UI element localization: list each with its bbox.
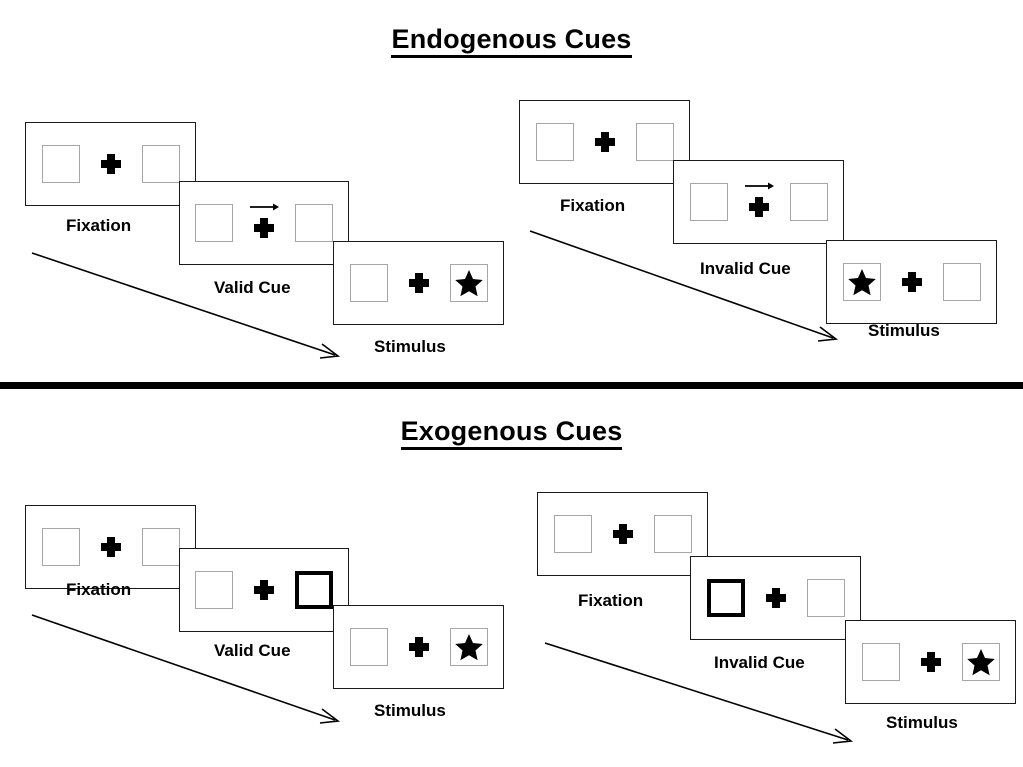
frame-exogenous-invalid-stimulus <box>845 620 1016 704</box>
time-progression-arrow-endogenous-valid <box>30 250 350 368</box>
frame-endogenous-invalid-fixation <box>519 100 690 184</box>
frame-content <box>535 120 674 164</box>
frame-content <box>41 142 180 186</box>
placeholder-box-left <box>535 123 574 161</box>
placeholder-box-right <box>141 145 180 183</box>
placeholder-box-left <box>195 204 233 242</box>
placeholder-box-right <box>942 263 981 301</box>
caption-exogenous-invalid-cue: Invalid Cue <box>714 653 805 672</box>
star-icon <box>966 647 996 677</box>
cued-box-left <box>706 579 745 617</box>
fixation-center <box>96 142 126 186</box>
placeholder-box-right <box>789 183 828 221</box>
caption-exogenous-invalid-fixation: Fixation <box>578 591 644 610</box>
placeholder-box-right <box>806 579 845 617</box>
plus-cross-icon <box>901 272 922 292</box>
section-title-exogenous-text: Exogenous Cues <box>400 416 623 450</box>
frame-exogenous-invalid-fixation <box>537 492 708 576</box>
placeholder-box-left <box>861 643 900 681</box>
fixation-center <box>249 568 279 612</box>
target-box-right <box>961 643 1000 681</box>
placeholder-box-left <box>553 515 592 553</box>
placeholder-box-left <box>689 183 728 221</box>
caption-endogenous-valid-cue: Valid Cue <box>214 278 291 297</box>
frame-endogenous-invalid-stimulus <box>826 240 997 324</box>
frame-endogenous-valid-fixation <box>25 122 196 206</box>
frame-content <box>349 625 488 669</box>
frame-content <box>41 525 180 569</box>
placeholder-box-left <box>349 264 388 302</box>
frame-content <box>842 260 981 304</box>
placeholder-box-left <box>41 528 80 566</box>
target-box-right <box>449 628 488 666</box>
placeholder-box-right <box>295 204 333 242</box>
plus-cross-icon <box>254 218 274 238</box>
caption-endogenous-invalid-cue: Invalid Cue <box>700 259 791 278</box>
plus-cross-icon <box>612 524 633 544</box>
fixation-center <box>608 512 638 556</box>
frame-content <box>349 261 488 305</box>
arrow-right-icon <box>249 201 279 213</box>
frame-content <box>195 201 333 245</box>
plus-cross-icon <box>594 132 615 152</box>
time-progression-arrow-endogenous-invalid <box>528 228 848 350</box>
plus-cross-icon <box>254 580 274 600</box>
fixation-center <box>249 201 279 245</box>
plus-cross-icon <box>100 537 121 557</box>
frame-content <box>195 568 333 612</box>
plus-cross-icon <box>100 154 121 174</box>
frame-content <box>553 512 692 556</box>
section-title-endogenous: Endogenous Cues <box>0 24 1023 58</box>
caption-exogenous-valid-stimulus: Stimulus <box>374 701 446 720</box>
placeholder-box-left <box>195 571 233 609</box>
cued-box-right <box>295 571 333 609</box>
star-icon <box>454 268 484 298</box>
fixation-center <box>404 625 434 669</box>
fixation-center <box>761 576 791 620</box>
frame-endogenous-valid-stimulus <box>333 241 504 325</box>
target-box-left <box>842 263 881 301</box>
plus-cross-icon <box>920 652 941 672</box>
plus-cross-icon <box>408 637 429 657</box>
fixation-center <box>96 525 126 569</box>
plus-cross-icon <box>765 588 786 608</box>
section-divider <box>0 382 1023 389</box>
caption-exogenous-valid-cue: Valid Cue <box>214 641 291 660</box>
fixation-center <box>744 180 774 224</box>
frame-exogenous-valid-cue <box>179 548 349 632</box>
caption-endogenous-valid-fixation: Fixation <box>66 216 132 235</box>
target-box-right <box>449 264 488 302</box>
star-icon <box>847 267 877 297</box>
frame-content <box>689 180 828 224</box>
placeholder-box-right <box>635 123 674 161</box>
caption-endogenous-valid-stimulus: Stimulus <box>374 337 446 356</box>
section-title-exogenous: Exogenous Cues <box>0 416 1023 450</box>
frame-exogenous-invalid-cue <box>690 556 861 640</box>
arrow-right-icon <box>744 180 774 192</box>
placeholder-box-left <box>349 628 388 666</box>
fixation-center <box>590 120 620 164</box>
frame-content <box>706 576 845 620</box>
fixation-center <box>404 261 434 305</box>
frame-exogenous-valid-stimulus <box>333 605 504 689</box>
caption-endogenous-invalid-fixation: Fixation <box>560 196 626 215</box>
placeholder-box-right <box>141 528 180 566</box>
frame-content <box>861 640 1000 684</box>
caption-exogenous-invalid-stimulus: Stimulus <box>886 713 958 732</box>
fixation-center <box>897 260 927 304</box>
caption-exogenous-valid-fixation: Fixation <box>66 580 132 599</box>
plus-cross-icon <box>748 197 769 217</box>
caption-endogenous-invalid-stimulus: Stimulus <box>868 321 940 340</box>
frame-exogenous-valid-fixation <box>25 505 196 589</box>
placeholder-box-left <box>41 145 80 183</box>
time-progression-arrow-exogenous-invalid <box>543 640 863 752</box>
frame-endogenous-invalid-cue <box>673 160 844 244</box>
frame-endogenous-valid-cue <box>179 181 349 265</box>
plus-cross-icon <box>408 273 429 293</box>
fixation-center <box>916 640 946 684</box>
star-icon <box>454 632 484 662</box>
placeholder-box-right <box>653 515 692 553</box>
section-title-endogenous-text: Endogenous Cues <box>391 24 632 58</box>
